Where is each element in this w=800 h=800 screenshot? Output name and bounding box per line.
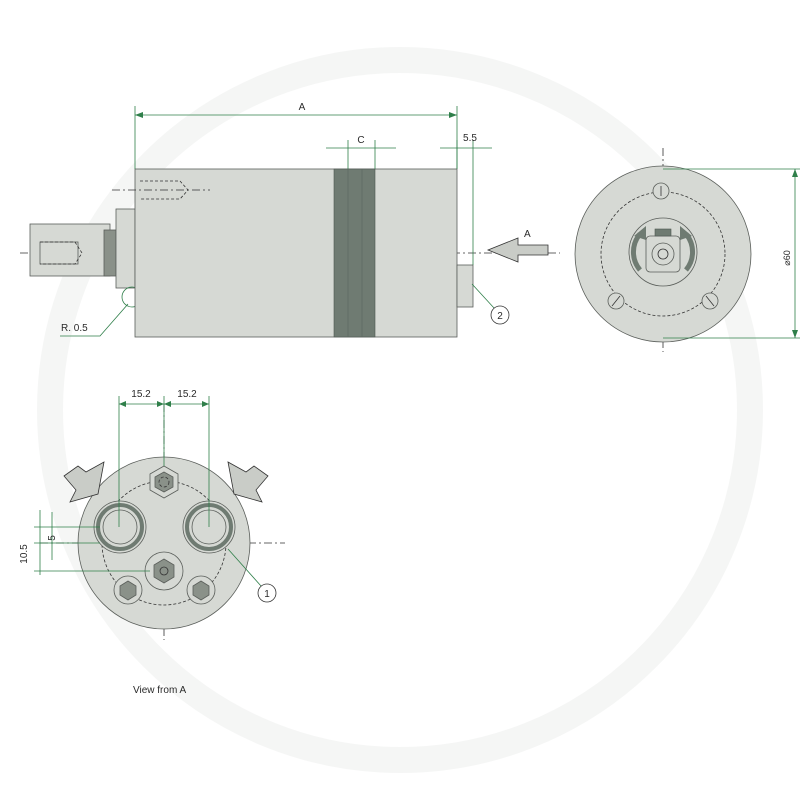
dim-c-label: C xyxy=(357,135,364,146)
mounting-flange xyxy=(115,208,136,289)
callout-1-leader xyxy=(227,548,262,587)
diameter-label: ⌀60 xyxy=(782,250,792,265)
flange-collar xyxy=(103,229,117,277)
view-from-a: 15.2 15.2 5 10.5 1 View from A xyxy=(19,389,285,696)
dim-a-label: A xyxy=(299,102,306,113)
end-view-port-inner xyxy=(651,242,675,266)
end-view-port-bore xyxy=(657,248,669,260)
view-direction-arrow xyxy=(486,237,549,263)
callout-1-label: 1 xyxy=(264,589,270,600)
callout-2-leader xyxy=(471,283,495,309)
view-caption: View from A xyxy=(133,685,186,696)
dim-15-2-arrow-left xyxy=(119,401,126,407)
rotation-arrow-left-head xyxy=(634,226,646,240)
end-view: ⌀60 xyxy=(574,148,800,352)
body-band xyxy=(333,168,376,338)
end-view-bolt-right-slot xyxy=(705,295,715,307)
dim-5-label: 5 xyxy=(47,535,58,541)
end-view-port-ring-outer xyxy=(628,217,698,287)
shaft-key xyxy=(39,241,79,265)
view-a-bolt-right-head xyxy=(192,580,210,601)
motor-body xyxy=(134,168,458,338)
radius-leader xyxy=(60,303,129,337)
view-a-port-left-bore xyxy=(102,509,138,545)
callout-1-circle xyxy=(257,583,277,603)
dia-arrow-bottom xyxy=(792,330,798,338)
dim-15-2-arrow-center-left xyxy=(157,401,164,407)
end-view-bolt-left-slot xyxy=(611,295,621,307)
view-a-arrow-left xyxy=(63,461,105,503)
rear-plug xyxy=(456,264,474,308)
callout-2-circle xyxy=(490,305,510,325)
view-arrow-label: A xyxy=(524,229,531,240)
view-a-drain-port-hole xyxy=(159,566,169,576)
dim-10-5-label: 10.5 xyxy=(19,544,30,564)
dim-15-2-arrow-right xyxy=(202,401,209,407)
callout-2-label: 2 xyxy=(497,311,503,322)
dia-arrow-top xyxy=(792,169,798,177)
dim-a-arrow-left xyxy=(135,112,143,118)
view-a-bolt-top-head xyxy=(154,471,174,493)
side-view: A C 5.5 R. 0.5 2 A xyxy=(20,102,560,338)
radius-label: R. 0.5 xyxy=(61,323,88,334)
view-a-bolt-top-hole xyxy=(158,476,170,488)
dim-15-2-left-label: 15.2 xyxy=(131,389,151,400)
upper-threaded-hole xyxy=(140,180,189,200)
end-view-key xyxy=(654,228,672,237)
dim-5-5-label: 5.5 xyxy=(463,133,477,144)
dim-15-2-right-label: 15.2 xyxy=(177,389,197,400)
watermark xyxy=(37,47,763,773)
view-a-arrow-right xyxy=(227,461,269,503)
view-a-drain-port-hex xyxy=(153,558,175,584)
shaft-bore xyxy=(40,241,83,265)
dim-a-arrow-right xyxy=(449,112,457,118)
rotation-arrow-right-head xyxy=(680,226,692,240)
dim-15-2-arrow-center-right xyxy=(164,401,171,407)
view-a-bolt-left-head xyxy=(119,580,137,601)
